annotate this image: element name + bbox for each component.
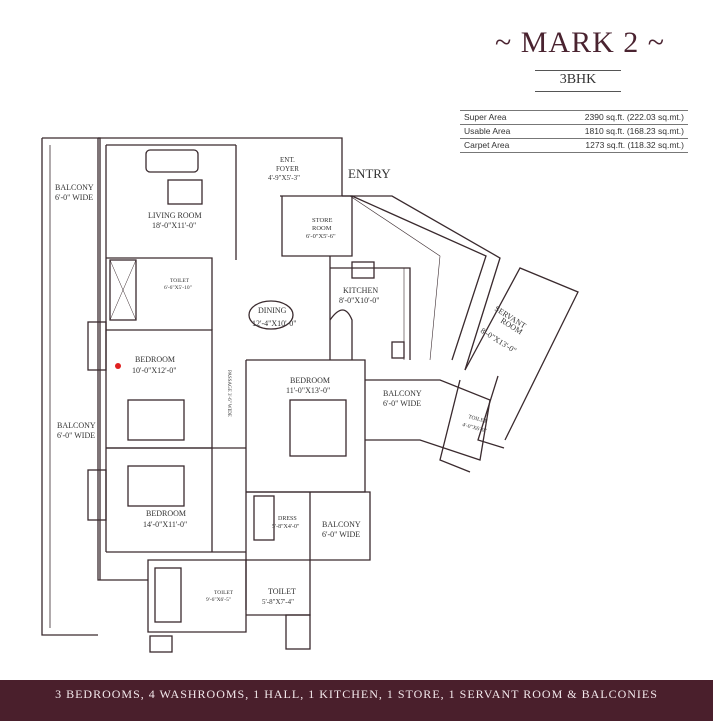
label-bedroom-2-size: 11'-0"X13'-0" — [286, 386, 330, 395]
area-label: Usable Area — [464, 126, 511, 136]
label-foyer-size: 4'-9"X5'-3" — [268, 174, 300, 182]
label-toilet-servant: TOILET — [467, 414, 488, 425]
subtitle-rule-bottom — [535, 91, 621, 92]
page-title: ~ MARK 2 ~ — [495, 26, 665, 59]
label-foyer: ENT. — [280, 156, 295, 164]
label-living-room: LIVING ROOM — [148, 211, 202, 220]
plan-walls — [41, 137, 579, 653]
label-balcony-left-mid: BALCONY — [57, 421, 96, 430]
unit-type-label: 3BHK — [559, 72, 597, 87]
label-foyer-2: FOYER — [276, 165, 299, 173]
label-dining: DINING — [258, 306, 287, 315]
label-bedroom-3-size: 14'-0"X11'-0" — [143, 520, 187, 529]
label-toilet-small: TOILET — [170, 278, 190, 284]
label-store: STORE — [312, 217, 332, 224]
label-toilet-bottom: TOILET — [268, 587, 296, 596]
subtitle-rule-top — [535, 70, 621, 71]
label-balcony-left-top-size: 6'-0" WIDE — [55, 193, 93, 202]
label-balcony-mid: BALCONY — [383, 389, 422, 398]
label-bedroom-1-size: 10'-0"X12'-0" — [132, 366, 177, 375]
label-store-2: ROOM — [312, 225, 332, 232]
area-row-carpet: Carpet Area 1273 sq.ft. (118.32 sq.mt.) — [460, 138, 688, 153]
label-toilet-small-size: 6'-6"X5'-10" — [164, 285, 192, 291]
area-value: 2390 sq.ft. (222.03 sq.mt.) — [584, 112, 684, 122]
area-row-super: Super Area 2390 sq.ft. (222.03 sq.mt.) — [460, 110, 688, 124]
label-toilet-bottom-left-size: 9'-6"X6'-5" — [206, 597, 231, 603]
label-balcony-mid-size: 6'-0" WIDE — [383, 399, 421, 408]
area-row-usable: Usable Area 1810 sq.ft. (168.23 sq.mt.) — [460, 124, 688, 138]
label-passage: PASSAGE 3'-6" WIDE — [226, 370, 231, 417]
label-balcony-left-top: BALCONY — [55, 183, 94, 192]
location-marker — [115, 363, 121, 369]
area-label: Carpet Area — [464, 140, 510, 150]
label-bedroom-3: BEDROOM — [146, 509, 186, 518]
floor-plan: BALCONY 6'-0" WIDE LIVING ROOM 18'-0"X11… — [41, 137, 579, 653]
label-living-room-size: 18'-0"X11'-0" — [152, 221, 196, 230]
area-table: Super Area 2390 sq.ft. (222.03 sq.mt.) U… — [460, 110, 688, 153]
label-toilet-bottom-left: TOILET — [214, 590, 234, 596]
area-value: 1810 sq.ft. (168.23 sq.mt.) — [584, 126, 684, 136]
label-balcony-left-mid-size: 6'-0" WIDE — [57, 431, 95, 440]
label-kitchen: KITCHEN — [343, 286, 378, 295]
label-bedroom-2: BEDROOM — [290, 376, 330, 385]
plan-labels: BALCONY 6'-0" WIDE LIVING ROOM 18'-0"X11… — [55, 156, 528, 606]
label-kitchen-size: 8'-0"X10'-0" — [339, 296, 380, 305]
label-store-size: 6'-0"X5'-6" — [306, 233, 336, 240]
footer-summary: 3 BEDROOMS, 4 WASHROOMS, 1 HALL, 1 KITCH… — [0, 680, 713, 721]
area-label: Super Area — [464, 112, 507, 122]
label-balcony-bottom-size: 6'-0" WIDE — [322, 530, 360, 539]
label-entry: ENTRY — [348, 166, 391, 181]
label-bedroom-1: BEDROOM — [135, 355, 175, 364]
label-toilet-bottom-size: 5'-8"X7'-4" — [262, 598, 294, 606]
label-dining-size: 12'-4"X10'-0" — [252, 319, 297, 328]
label-dress-size: 5'-8"X4'-0" — [272, 524, 300, 530]
area-value: 1273 sq.ft. (118.32 sq.mt.) — [585, 140, 684, 150]
label-balcony-bottom: BALCONY — [322, 520, 361, 529]
label-dress: DRESS — [278, 516, 297, 522]
